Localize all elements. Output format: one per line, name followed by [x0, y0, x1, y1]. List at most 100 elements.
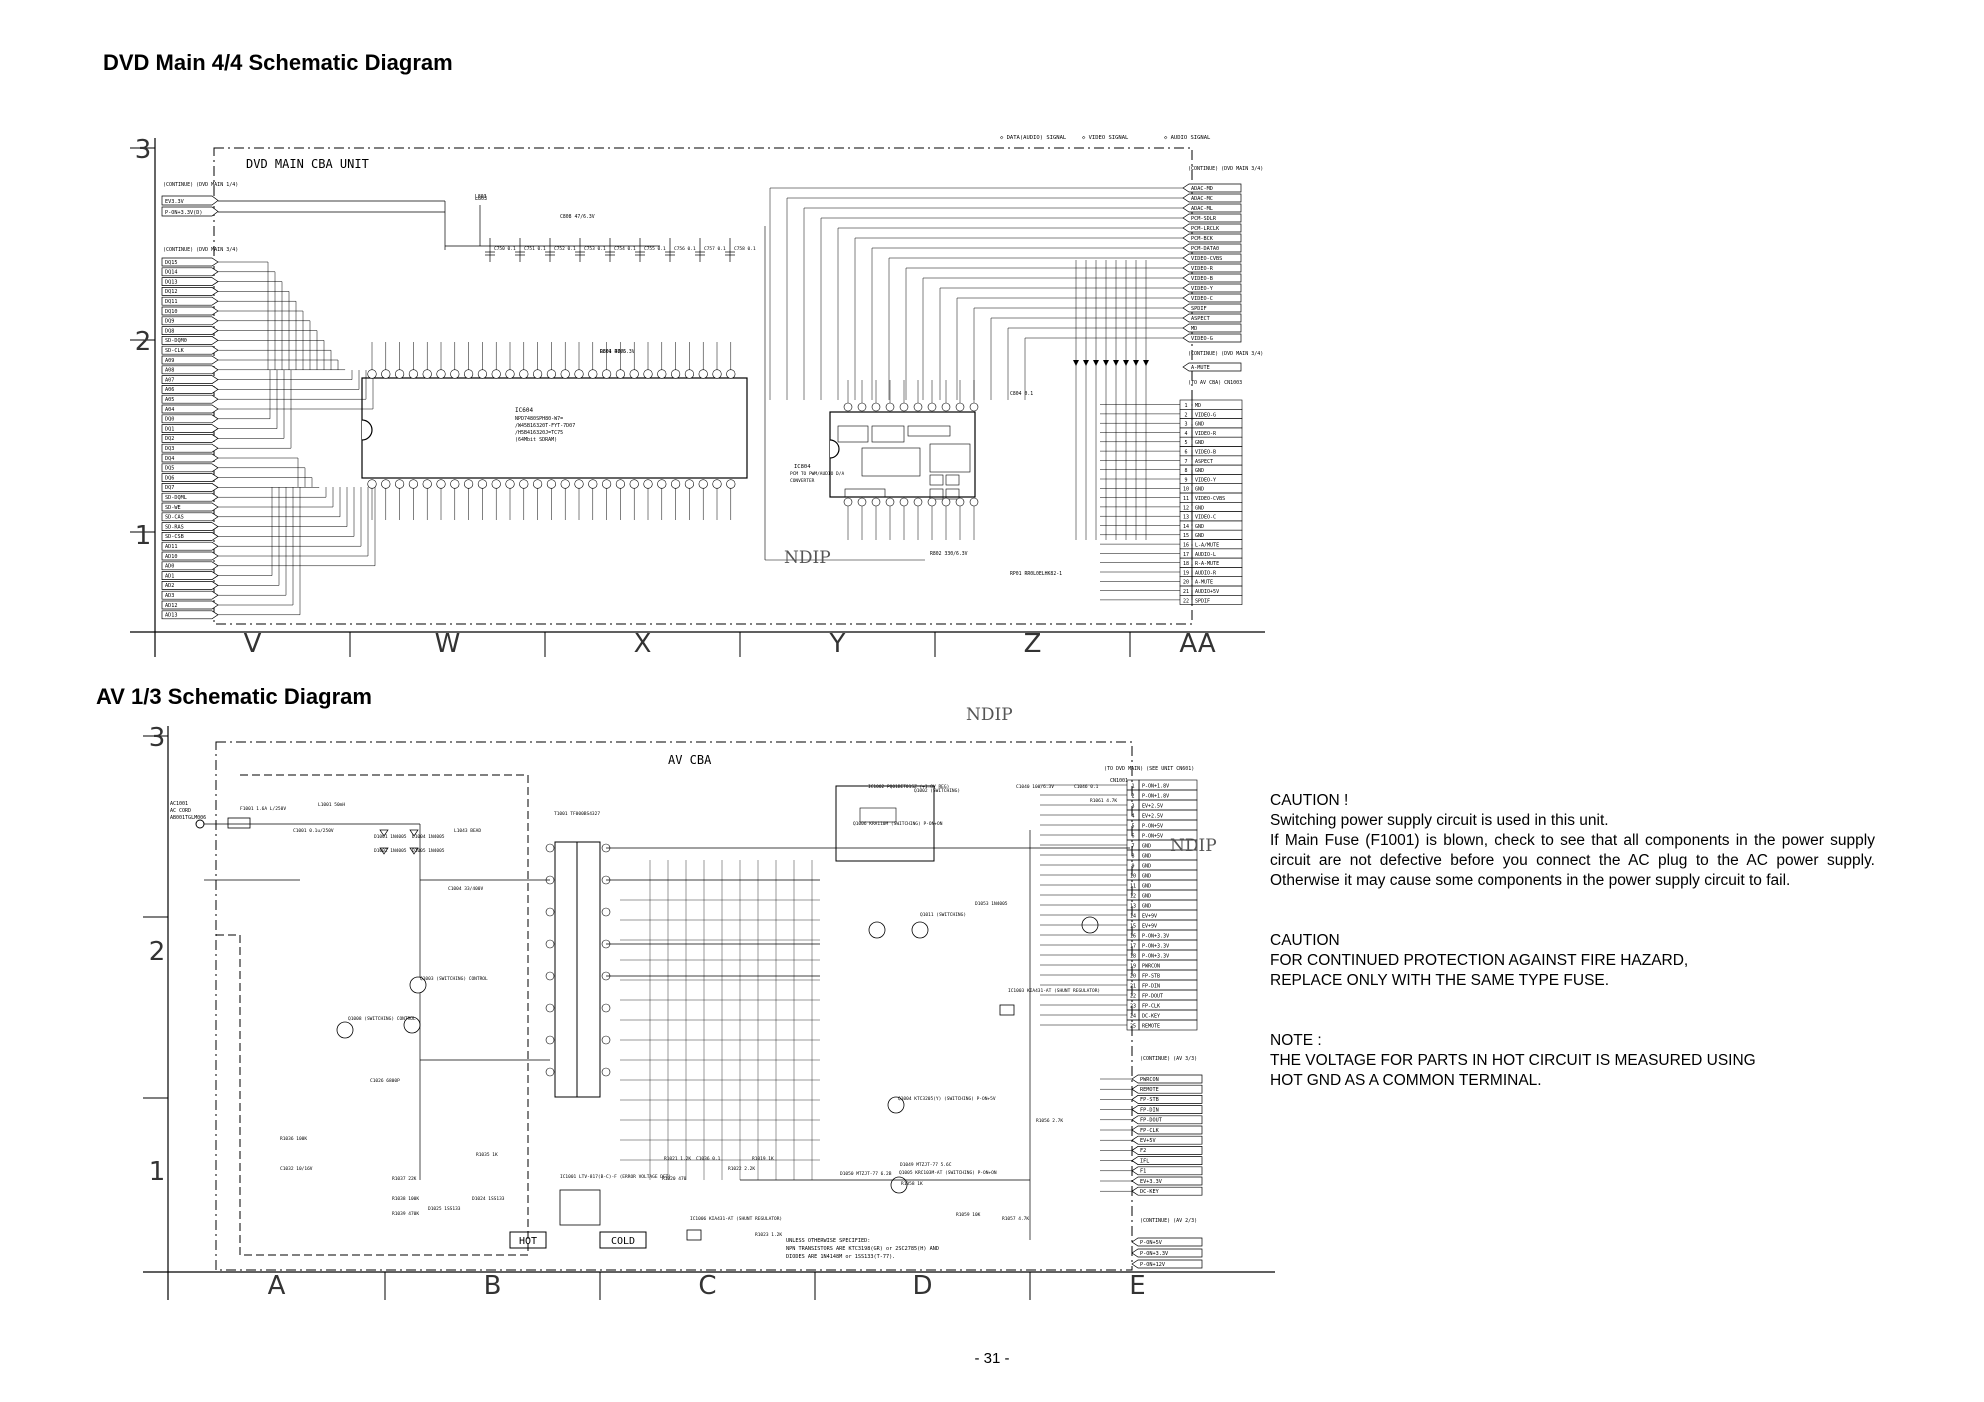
signal-tag-label: FP-DIN	[1140, 1107, 1159, 1113]
cn-pin-name: VIDEO-Y	[1195, 477, 1216, 483]
signal-tag-label: A07	[165, 377, 174, 383]
part-label: RP01 RR0L0ELHK82-1	[1010, 571, 1062, 577]
signal-tag-label: DQ11	[165, 299, 178, 305]
signal-tag-label: PCM-SDLR	[1191, 216, 1217, 222]
connector-header: (TO AV CBA) CN1003	[1188, 380, 1242, 386]
left-signal-tag	[161, 600, 219, 610]
signal-tag-label: P-ON+5V	[1140, 1240, 1162, 1246]
part-label: C756 0.1	[674, 246, 696, 252]
signal-tag-label: REMOTE	[1140, 1087, 1159, 1093]
grid-col-label: D	[912, 1271, 932, 1301]
ic-pin	[927, 402, 937, 412]
dac-block-zero	[907, 425, 951, 437]
cn-pin-name: AUDIO+5V	[1195, 589, 1219, 595]
part-label: R1022 2.2K	[728, 1166, 755, 1172]
signal-tag-label: VIDEO-C	[1191, 296, 1213, 302]
part-label: D1004 1N4005	[412, 834, 445, 840]
cn-pin-number: 17	[1130, 944, 1136, 950]
signal-tag-label: VIDEO-Y	[1191, 286, 1214, 292]
ic-pin	[871, 497, 881, 507]
footnote-line: DIODES ARE 1N4148M or 1SS133(T-77).	[786, 1254, 895, 1260]
cold-label: COLD	[611, 1236, 635, 1247]
part-label: R1057 4.7K	[1002, 1216, 1029, 1222]
cn-pin-name: P-ON+1.8V	[1142, 784, 1169, 790]
cn-pin-name: EV+9V	[1142, 914, 1157, 920]
left-signal-tag	[161, 443, 219, 453]
hot-label-box	[509, 1231, 547, 1249]
transformer-pin	[545, 843, 555, 853]
cn-pin-name: GND	[1195, 505, 1204, 511]
ic804-dac	[829, 411, 976, 498]
ic-pin	[381, 479, 391, 489]
ic-pin	[843, 497, 853, 507]
signal-tag-label: AD13	[165, 613, 178, 619]
footnote-line: UNLESS OTHERWISE SPECIFIED:	[786, 1238, 870, 1244]
left-signal-tag	[161, 551, 219, 561]
legend-item: ◇ DATA(AUDIO) SIGNAL	[1000, 135, 1067, 141]
part-label: R1039 470K	[392, 1211, 419, 1217]
cn-pin-name: R-A-MUTE	[1195, 561, 1219, 567]
transistor-symbol	[887, 1096, 905, 1114]
note-block: NOTE : THE VOLTAGE FOR PARTS IN HOT CIRC…	[1270, 1031, 1875, 1091]
cn-pin-number: 7	[1131, 844, 1134, 850]
cn-pin-number: 20	[1130, 974, 1136, 980]
ic-pin	[395, 369, 405, 379]
cn-pin-name: P-ON+3.3V	[1142, 934, 1169, 940]
signal-tag-label: EV3.3V	[165, 199, 184, 205]
left-signal-tag	[161, 502, 219, 512]
ic-pin	[684, 479, 695, 489]
ic-desc: PCM TO PWM/AUDIO D/A	[790, 471, 844, 477]
rectifier-diode	[379, 829, 389, 837]
left-signal-tag	[161, 463, 219, 473]
right-signal-tag	[1131, 1156, 1203, 1165]
ic-pin	[519, 479, 529, 489]
left-signal-tag	[161, 590, 219, 600]
ic-pin	[560, 369, 570, 379]
ic-desc: CONVERTER	[790, 478, 815, 484]
signal-tag-label: FP-DOUT	[1140, 1118, 1162, 1124]
grid-col-label: W	[435, 629, 461, 659]
transformer-pin	[601, 1067, 611, 1077]
right-signal-tag	[1182, 253, 1242, 263]
ic-pin	[574, 479, 584, 489]
signal-tag-label: PCM-BCK	[1191, 236, 1214, 242]
ic-pin	[657, 369, 667, 379]
part-label: L803	[475, 196, 487, 202]
ic-pin	[450, 479, 460, 489]
connector-header: (CONTINUE) (AV 3/3)	[1140, 1056, 1197, 1062]
transistor-symbol	[868, 921, 886, 939]
left-signal-tag	[161, 306, 219, 316]
signal-tag-label: MD	[1191, 326, 1197, 332]
transformer-pin	[545, 1003, 555, 1013]
caution-2-line-2: REPLACE ONLY WITH THE SAME TYPE FUSE.	[1270, 972, 1610, 989]
cn-pin-number: 10	[1130, 874, 1136, 880]
ic-pin	[588, 479, 598, 489]
right-signal-tag	[1131, 1084, 1203, 1094]
ic-pin	[698, 369, 708, 379]
left-signal-tag	[161, 355, 219, 365]
cn-pin-name: GND	[1142, 874, 1151, 880]
left-signal-tag	[161, 483, 219, 492]
transistor-symbol	[911, 921, 929, 939]
cold-label-box	[599, 1231, 647, 1249]
ic-pin	[422, 479, 432, 489]
dac-block-modulator	[929, 443, 971, 473]
ic-pin	[491, 369, 501, 379]
ic-pin	[712, 369, 722, 379]
left-signal-tag	[161, 365, 219, 375]
transformer-pin	[545, 939, 555, 949]
part-label: C1032 10/16V	[280, 1166, 313, 1172]
left-signal-tag	[161, 345, 219, 355]
part-label: C750 0.1	[494, 246, 516, 252]
ic-pin	[464, 369, 474, 379]
right-signal-tag	[1131, 1186, 1203, 1196]
signal-tag-label: DQ9	[165, 319, 174, 325]
cn-pin-name: EV+2.5V	[1142, 814, 1163, 820]
part-label: R1037 22K	[392, 1176, 417, 1182]
signal-tag-label: DQ10	[165, 309, 178, 315]
cn-pin-name: VIDEO-B	[1195, 450, 1216, 456]
signal-tag-label: SD-CAS	[165, 515, 184, 521]
hot-region-border	[216, 774, 529, 1256]
cn-pin-name: FP-DOUT	[1142, 994, 1163, 1000]
cn-pin-number: 8	[1131, 854, 1134, 860]
